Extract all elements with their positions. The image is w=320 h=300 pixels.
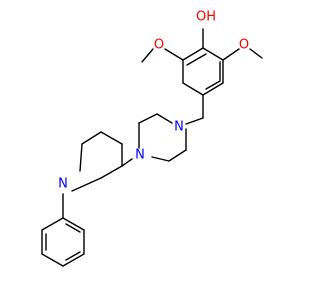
bond-21 <box>151 156 170 162</box>
bond-11 <box>141 48 154 63</box>
bond-33 <box>62 253 85 267</box>
bond-4 <box>202 82 224 96</box>
piperazine-top-nitrogen-label: N <box>174 120 184 135</box>
methoxy-left-oxygen-label: O <box>154 38 164 53</box>
bond-22 <box>121 158 133 167</box>
bond-28 <box>71 177 102 192</box>
bond-32 <box>41 253 64 267</box>
bond-30 <box>41 217 64 231</box>
bond-35 <box>62 217 85 231</box>
bond-6 <box>202 47 224 61</box>
bond-26 <box>79 143 83 172</box>
bond-3 <box>182 82 204 96</box>
bond-24 <box>100 131 123 145</box>
bond-20 <box>168 149 187 162</box>
bond-17 <box>138 113 158 124</box>
bond-12 <box>222 48 240 61</box>
piperazine-bottom-nitrogen-label: N <box>135 148 145 163</box>
bond-1 <box>182 47 204 61</box>
bond-7 <box>186 53 207 66</box>
bond-15 <box>185 117 204 125</box>
methoxy-right-oxygen-label: O <box>239 38 249 53</box>
bond-layer <box>41 28 263 267</box>
piperidine-nitrogen-label: N <box>58 177 68 192</box>
bond-27 <box>100 165 123 179</box>
hydroxyl-label: OH <box>196 10 216 25</box>
bond-38 <box>65 251 81 261</box>
bond-8 <box>205 80 221 90</box>
bond-10 <box>164 48 184 61</box>
structure-drawing: OH O O N N N <box>41 10 263 267</box>
molecule-diagram: OH O O N N N <box>41 10 263 267</box>
bond-16 <box>156 113 173 124</box>
bond-13 <box>249 48 263 59</box>
bond-36 <box>65 223 81 233</box>
bond-25 <box>81 131 102 145</box>
